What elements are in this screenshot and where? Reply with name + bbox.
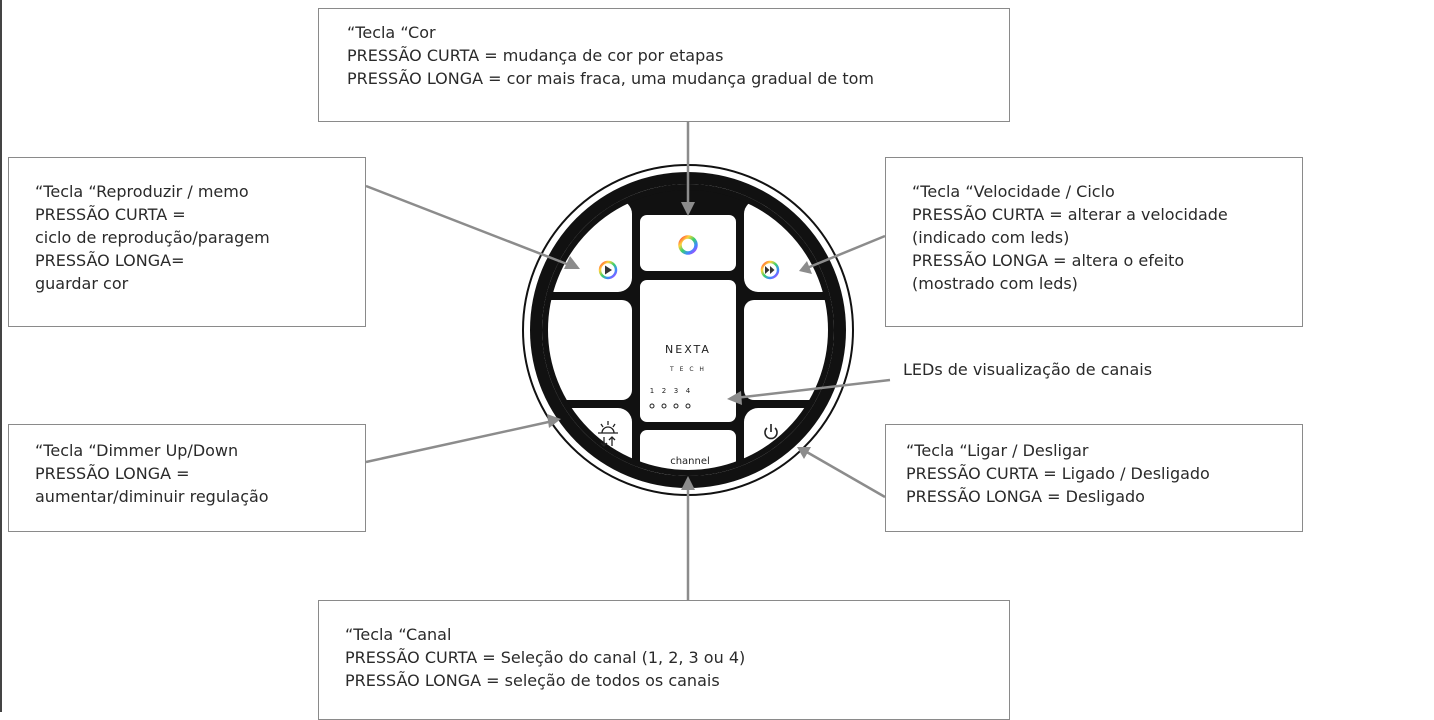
channel-led-3 xyxy=(673,403,679,409)
brand-subtitle: T E C H xyxy=(669,366,706,373)
channel-number-2: 2 xyxy=(662,387,666,395)
arrowhead-speed xyxy=(799,261,812,274)
channel-number-3: 3 xyxy=(674,387,678,395)
color-wheel-icon[interactable] xyxy=(678,235,698,255)
leader-lines xyxy=(365,122,891,600)
callout-title: “Tecla “Dimmer Up/Down xyxy=(35,441,239,460)
leader-arrowheads xyxy=(547,202,812,490)
leds-label: LEDs de visualização de canais xyxy=(903,360,1153,379)
leader-power xyxy=(804,449,886,499)
leader-leds xyxy=(734,378,891,400)
page-left-border xyxy=(0,0,2,712)
play-memo-icon[interactable] xyxy=(598,260,618,280)
callout-line: ciclo de reprodução/paragem xyxy=(35,228,270,247)
channel-led-4 xyxy=(685,403,691,409)
callout-line: PRESSÃO CURTA = mudança de cor por etapa… xyxy=(347,46,724,65)
callout-dimmer-key: “Tecla “Dimmer Up/Down PRESSÃO LONGA = a… xyxy=(8,424,366,532)
arrowhead-play xyxy=(564,256,580,269)
callout-line: (mostrado com leds) xyxy=(912,274,1078,293)
leader-speed xyxy=(806,234,886,270)
callout-line: PRESSÃO LONGA= xyxy=(35,251,185,270)
callout-color-key: “Tecla “Cor PRESSÃO CURTA = mudança de c… xyxy=(318,8,1010,122)
callout-line: PRESSÃO CURTA = xyxy=(35,205,186,224)
callout-line: PRESSÃO LONGA = Desligado xyxy=(906,487,1145,506)
callout-title: “Tecla “Ligar / Desligar xyxy=(906,441,1089,460)
callout-line: PRESSÃO CURTA = alterar a velocidade xyxy=(912,205,1228,224)
callout-title: “Tecla “Velocidade / Ciclo xyxy=(912,182,1115,201)
callout-line: (indicado com leds) xyxy=(912,228,1070,247)
callout-title: “Tecla “Cor xyxy=(347,23,436,42)
arrowhead-channel xyxy=(681,476,695,490)
channel-number-4: 4 xyxy=(686,387,691,395)
callout-line: PRESSÃO LONGA = xyxy=(35,464,190,483)
callout-line: PRESSÃO LONGA = altera o efeito xyxy=(912,251,1185,270)
callout-title: “Tecla “Reproduzir / memo xyxy=(35,182,249,201)
speed-cycle-icon[interactable] xyxy=(760,260,780,280)
channel-button-label[interactable]: channel xyxy=(670,456,710,467)
callout-line: PRESSÃO LONGA = cor mais fraca, uma muda… xyxy=(347,69,874,88)
callout-line: PRESSÃO LONGA = seleção de todos os cana… xyxy=(345,671,720,690)
callout-play-memo-key: “Tecla “Reproduzir / memo PRESSÃO CURTA … xyxy=(8,157,366,327)
brand-logo: NEXTA xyxy=(665,343,711,356)
callout-line: PRESSÃO CURTA = Seleção do canal (1, 2, … xyxy=(345,648,746,667)
channel-number-1: 1 xyxy=(650,387,654,395)
power-icon[interactable] xyxy=(764,424,778,440)
channel-led-2 xyxy=(661,403,667,409)
arrowhead-power xyxy=(797,447,811,459)
callout-title: “Tecla “Canal xyxy=(345,625,452,644)
arrowhead-cor xyxy=(681,202,695,216)
callout-line: guardar cor xyxy=(35,274,129,293)
callout-line: PRESSÃO CURTA = Ligado / Desligado xyxy=(906,464,1210,483)
arrowhead-dimmer xyxy=(547,414,561,428)
callout-line: aumentar/diminuir regulação xyxy=(35,487,269,506)
leader-play xyxy=(365,184,573,268)
arrowhead-leds xyxy=(727,391,742,405)
dimmer-up-down-icon[interactable] xyxy=(598,421,618,447)
callout-power-key: “Tecla “Ligar / Desligar PRESSÃO CURTA =… xyxy=(885,424,1303,532)
leader-dimmer xyxy=(365,419,554,464)
callout-speed-cycle-key: “Tecla “Velocidade / Ciclo PRESSÃO CURTA… xyxy=(885,157,1303,327)
channel-led-1 xyxy=(649,403,655,409)
callout-channel-key: “Tecla “Canal PRESSÃO CURTA = Seleção do… xyxy=(318,600,1010,720)
